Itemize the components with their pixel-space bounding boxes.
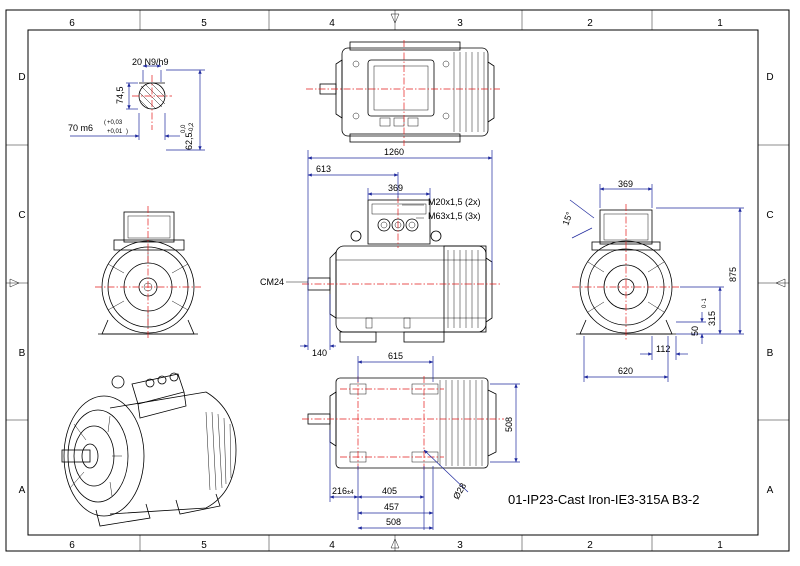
zone-col-bot-2: 2 — [587, 540, 593, 551]
zone-col-bot-5: 5 — [201, 540, 207, 551]
shaft-key-detail: 20 N9/h9 74,5 70 m6 ( +0,03 +0,01 ) 62,5… — [68, 57, 205, 151]
zone-col-bot-4: 4 — [329, 540, 335, 551]
foot-span-label: 615 — [388, 351, 403, 361]
depth-tol-lower: -0,2 — [189, 122, 195, 133]
zone-row-right-d: D — [766, 72, 773, 83]
svg-text:(: ( — [104, 120, 106, 126]
rear-end-view: 369 15° 875 315 0 -1 50 112 620 — [560, 179, 744, 382]
dist-508-label: 508 — [386, 517, 401, 527]
overall-length-label: 1260 — [384, 147, 404, 157]
svg-text:): ) — [126, 129, 128, 135]
foot-width-label: 112 — [656, 344, 670, 354]
bottom-plan-view: 615 508 216 ±4 405 457 508 Ø28 — [302, 351, 520, 530]
shaft-tol-lower: +0,01 — [107, 129, 123, 135]
key-height-label: 74,5 — [115, 86, 125, 104]
zone-col-bot-6: 6 — [69, 540, 75, 551]
dist-216-tol: ±4 — [347, 490, 354, 496]
shaft-length-label: 140 — [312, 348, 327, 358]
shaft-diameter-label: 70 m6 — [68, 123, 93, 133]
hole-diameter-label: Ø28 — [451, 481, 468, 501]
sheet-frame — [5, 9, 790, 552]
isometric-view — [61, 372, 237, 527]
zone-col-top-1: 1 — [717, 18, 723, 29]
side-elevation-view: 1260 613 369 M20x1,5 (2x) M63x1,5 (3x) C… — [260, 147, 500, 358]
zone-row-right-a: A — [767, 485, 774, 496]
zone-row-left-c: C — [18, 210, 25, 221]
zone-row-right-b: B — [767, 348, 774, 359]
dist-405-label: 405 — [382, 486, 397, 496]
zone-row-left-a: A — [19, 485, 26, 496]
drawing-title: 01-IP23-Cast Iron-IE3-315A B3-2 — [508, 492, 700, 507]
zone-col-top-4: 4 — [329, 18, 335, 29]
top-plan-view — [306, 40, 500, 146]
shaft-cm-label: CM24 — [260, 277, 284, 287]
foot-thickness-label: 50 — [690, 326, 700, 336]
shaft-tol-upper: +0,03 — [107, 120, 123, 126]
rear-box-width-label: 369 — [618, 179, 633, 189]
zone-labels: 6 5 4 3 2 1 6 5 4 3 2 1 D C B A D C B A — [18, 18, 773, 551]
shaft-height-tol: 0 -1 — [702, 297, 708, 308]
zone-row-left-d: D — [18, 72, 25, 83]
zone-col-bot-3: 3 — [457, 540, 463, 551]
zone-col-top-5: 5 — [201, 18, 207, 29]
foot-width-508-label: 508 — [504, 417, 514, 432]
dist-457-label: 457 — [384, 502, 399, 512]
zone-row-left-b: B — [19, 348, 26, 359]
depth-tol-upper: 0,0 — [181, 124, 187, 133]
gland-large-label: M63x1,5 (3x) — [428, 211, 481, 221]
front-end-view — [95, 206, 201, 340]
zone-col-top-3: 3 — [457, 18, 463, 29]
zone-col-bot-1: 1 — [717, 540, 723, 551]
overall-height-label: 875 — [728, 267, 738, 282]
gland-small-label: M20x1,5 (2x) — [428, 197, 481, 207]
zone-col-top-6: 6 — [69, 18, 75, 29]
shaft-height-label: 315 — [707, 311, 717, 326]
to-box-label: 613 — [316, 164, 331, 174]
zone-col-top-2: 2 — [587, 18, 593, 29]
gland-angle-label: 15° — [560, 210, 574, 227]
key-width-label: 20 N9/h9 — [132, 57, 169, 67]
base-width-label: 620 — [618, 366, 633, 376]
box-width-label: 369 — [388, 183, 403, 193]
dist-216-label: 216 — [332, 486, 347, 496]
zone-row-right-c: C — [766, 210, 773, 221]
shaft-depth-label: 62,5 — [184, 132, 194, 150]
